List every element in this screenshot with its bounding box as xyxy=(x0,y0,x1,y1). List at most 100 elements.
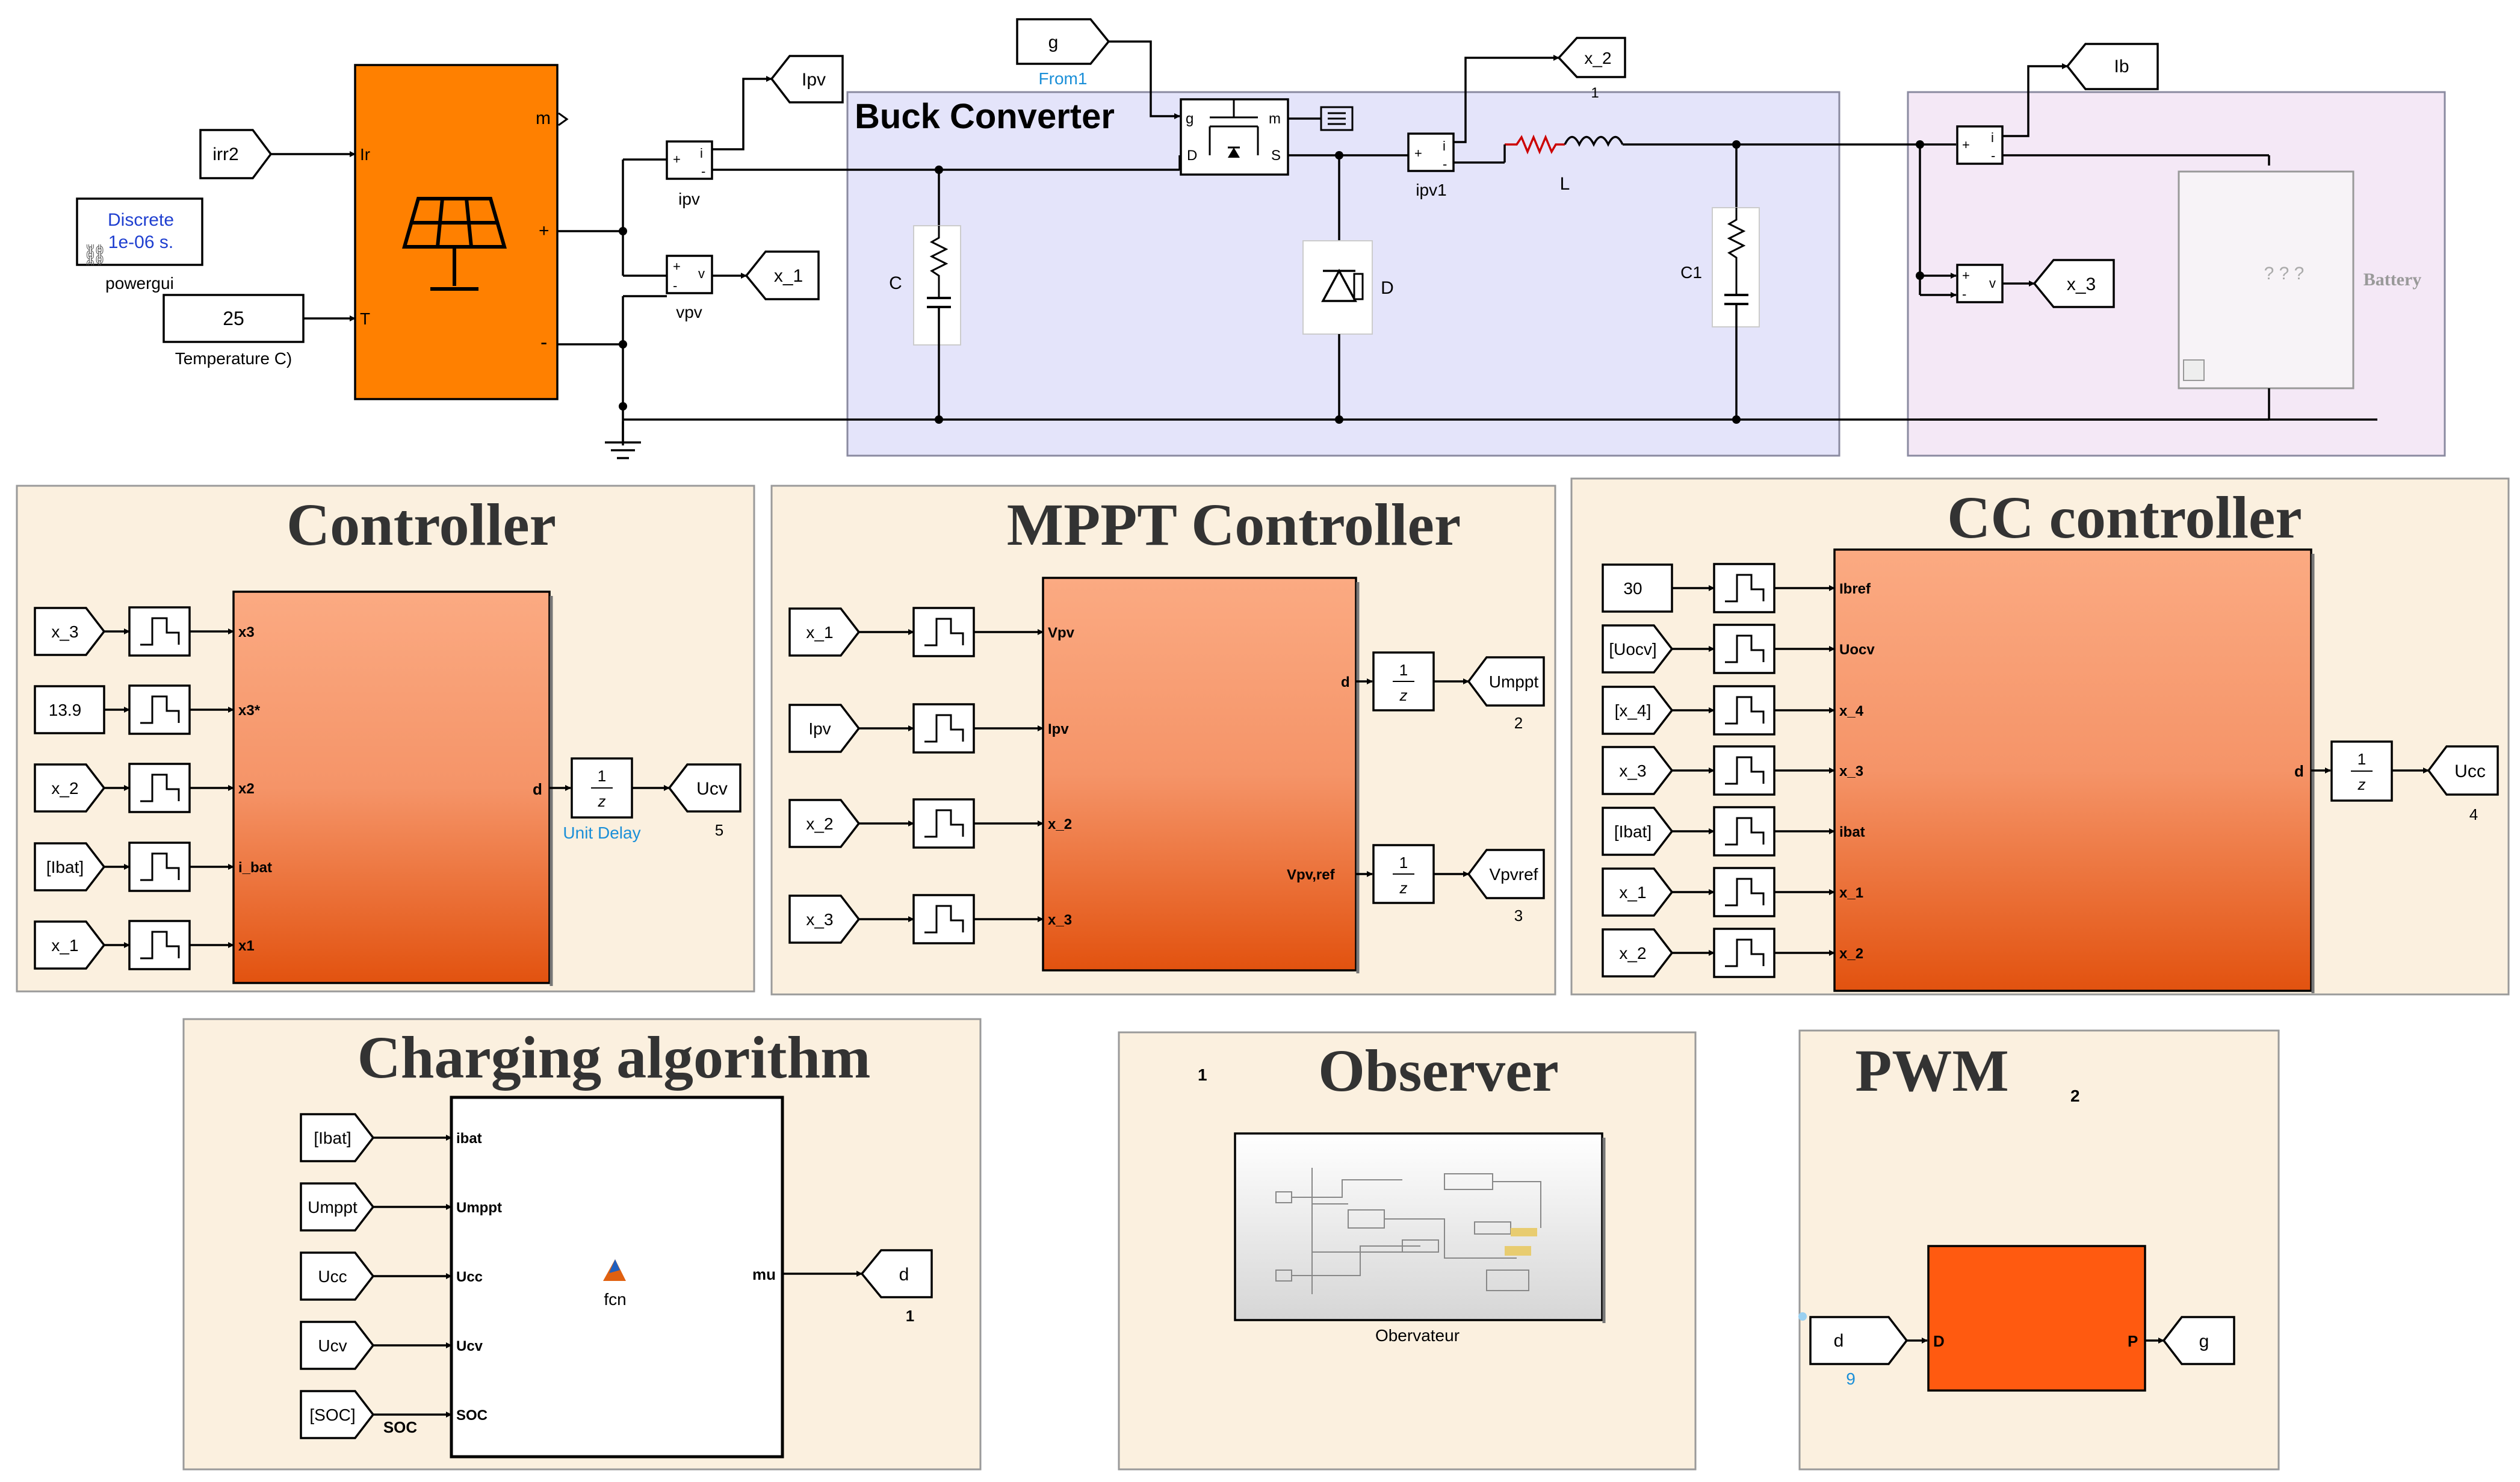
ib-current-sensor[interactable] xyxy=(1956,125,2004,165)
mppt-in-0-zero-order-hold[interactable] xyxy=(912,607,975,657)
mppt-in-2-from-tag[interactable] xyxy=(788,799,861,848)
charging-in-2-from-tag[interactable] xyxy=(300,1251,375,1301)
cc-in-0-zero-order-hold[interactable] xyxy=(1713,563,1775,613)
cc-block[interactable] xyxy=(1833,548,2312,992)
controller-in-0-tag-label: x_3 xyxy=(51,622,78,641)
cc-in-4-zero-order-hold[interactable] xyxy=(1713,806,1775,857)
pv-array-block[interactable] xyxy=(354,64,559,400)
ucv-goto-tag[interactable] xyxy=(667,763,741,813)
x1-goto-tag[interactable] xyxy=(745,250,820,300)
controller-block[interactable] xyxy=(232,591,551,984)
cc-in-5-zero-order-hold[interactable] xyxy=(1713,867,1775,917)
cc-in-6-zero-order-hold[interactable] xyxy=(1713,928,1775,978)
inductor-l[interactable] xyxy=(1505,134,1631,155)
mppt-title: MPPT Controller xyxy=(1007,491,1461,558)
cc-in-0-constant[interactable] xyxy=(1602,563,1673,613)
pwm-port-p: P xyxy=(2128,1332,2138,1350)
controller-in-2-from-tag[interactable] xyxy=(34,763,106,813)
pwm-d-from-tag[interactable] xyxy=(1809,1316,1909,1365)
capacitor-c1[interactable] xyxy=(1712,207,1760,327)
mppt-in-1-from-tag[interactable] xyxy=(788,704,861,753)
observer-subsystem-block[interactable] xyxy=(1234,1132,1606,1323)
x2-goto-tag[interactable] xyxy=(1557,37,1626,78)
d-goto-tag[interactable] xyxy=(860,1249,933,1298)
ucc-goto-label: Ucc xyxy=(2454,761,2486,781)
cc-in-6-from-tag[interactable] xyxy=(1602,928,1674,978)
temperature-label: Temperature C) xyxy=(175,349,293,368)
controller-in-3-from-tag[interactable] xyxy=(34,842,106,891)
charging-in-4-port-label: SOC xyxy=(456,1407,488,1424)
cc-in-2-from-tag[interactable] xyxy=(1602,686,1674,735)
pwm-block[interactable] xyxy=(1927,1245,2146,1392)
powergui-block[interactable]: Discrete 1e-06 s. ⛓ xyxy=(76,197,203,267)
inductor-label: L xyxy=(1560,174,1570,194)
capacitor-c[interactable] xyxy=(913,225,961,346)
controller-in-4-from-tag[interactable] xyxy=(34,920,106,970)
ipv-goto-label: Ipv xyxy=(802,70,826,90)
cc-in-1-from-tag[interactable] xyxy=(1602,624,1674,674)
observer-block-label: Obervateur xyxy=(1375,1326,1460,1345)
mppt-in-3-port-label: x_3 xyxy=(1048,912,1072,928)
cc-in-3-zoh-icon xyxy=(1725,756,1765,785)
charging-in-0-from-tag[interactable] xyxy=(300,1113,375,1162)
ib-goto-tag[interactable] xyxy=(2066,43,2159,90)
cc-in-3-zero-order-hold[interactable] xyxy=(1713,745,1775,796)
mppt-in-1-zero-order-hold[interactable] xyxy=(912,703,975,754)
x1-goto-label: x_1 xyxy=(774,266,803,286)
svg-text:g: g xyxy=(1186,111,1193,127)
mppt-in-1-port-label: Ipv xyxy=(1048,721,1069,737)
mppt-goto-number-1: 3 xyxy=(1514,907,1523,925)
soc-label: SOC xyxy=(383,1418,418,1436)
charging-in-2-port-label: Ucc xyxy=(456,1269,483,1285)
cc-in-5-from-tag[interactable] xyxy=(1602,867,1674,917)
x3-goto-tag[interactable] xyxy=(2032,259,2115,308)
d-goto-label: d xyxy=(899,1265,909,1285)
g-from-tag[interactable] xyxy=(1016,18,1110,65)
mppt-in-3-zero-order-hold[interactable] xyxy=(912,894,975,944)
mppt-block[interactable] xyxy=(1042,577,1357,972)
pv-port-ir: Ir xyxy=(360,145,370,164)
controller-in-4-zero-order-hold[interactable] xyxy=(128,920,191,970)
controller-in-1-port-label: x3* xyxy=(238,702,261,719)
controller-in-0-zero-order-hold[interactable] xyxy=(128,606,191,657)
temperature-constant[interactable] xyxy=(163,294,305,343)
ipv-goto-tag[interactable] xyxy=(770,55,844,104)
matlab-logo-icon xyxy=(603,1259,626,1281)
pwm-g-goto-tag[interactable] xyxy=(2162,1316,2235,1365)
mppt-in-3-from-tag[interactable] xyxy=(788,894,861,944)
ucc-goto-tag[interactable] xyxy=(2427,745,2499,796)
svg-text:1: 1 xyxy=(1399,854,1408,872)
controller-in-0-from-tag[interactable] xyxy=(34,607,106,656)
mosfet-switch[interactable] xyxy=(1180,98,1289,176)
ipv-current-sensor[interactable] xyxy=(666,140,713,180)
controller-in-2-zero-order-hold[interactable] xyxy=(128,763,191,813)
controller-in-1-zero-order-hold[interactable] xyxy=(128,684,191,735)
charging-in-1-from-tag[interactable] xyxy=(300,1182,375,1232)
pwm-title: PWM xyxy=(1855,1037,2008,1104)
irr2-tag[interactable] xyxy=(199,129,273,179)
mppt-in-2-zoh-icon xyxy=(924,809,964,838)
mppt-goto-tag-1[interactable] xyxy=(1467,849,1545,899)
svg-text:z: z xyxy=(598,792,606,810)
cc-in-4-from-tag[interactable] xyxy=(1602,807,1674,856)
cc-in-5-port-label: x_1 xyxy=(1839,885,1863,901)
diode-d[interactable] xyxy=(1302,240,1373,335)
charging-in-3-from-tag[interactable] xyxy=(300,1321,375,1370)
mppt-in-0-from-tag[interactable] xyxy=(788,607,861,657)
svg-text:i: i xyxy=(1443,138,1446,153)
mppt-in-2-zero-order-hold[interactable] xyxy=(912,798,975,849)
battery-block[interactable] xyxy=(2178,170,2354,389)
powergui-label: powergui xyxy=(105,274,174,293)
mppt-goto-tag-0[interactable] xyxy=(1467,656,1545,707)
ipv1-current-sensor[interactable] xyxy=(1407,132,1455,172)
svg-text:-: - xyxy=(701,164,705,179)
cc-in-3-from-tag[interactable] xyxy=(1602,746,1674,795)
vpv-voltage-sensor[interactable] xyxy=(666,255,713,294)
controller-in-1-constant[interactable] xyxy=(34,685,105,734)
mppt-goto-label-1: Vpvref xyxy=(1490,865,1538,884)
cc-in-2-port-label: x_4 xyxy=(1839,703,1864,719)
cc-in-1-zero-order-hold[interactable] xyxy=(1713,624,1775,674)
cc-in-2-zero-order-hold[interactable] xyxy=(1713,685,1775,736)
controller-in-3-zero-order-hold[interactable] xyxy=(128,842,191,892)
charging-in-4-from-tag[interactable] xyxy=(300,1390,375,1439)
